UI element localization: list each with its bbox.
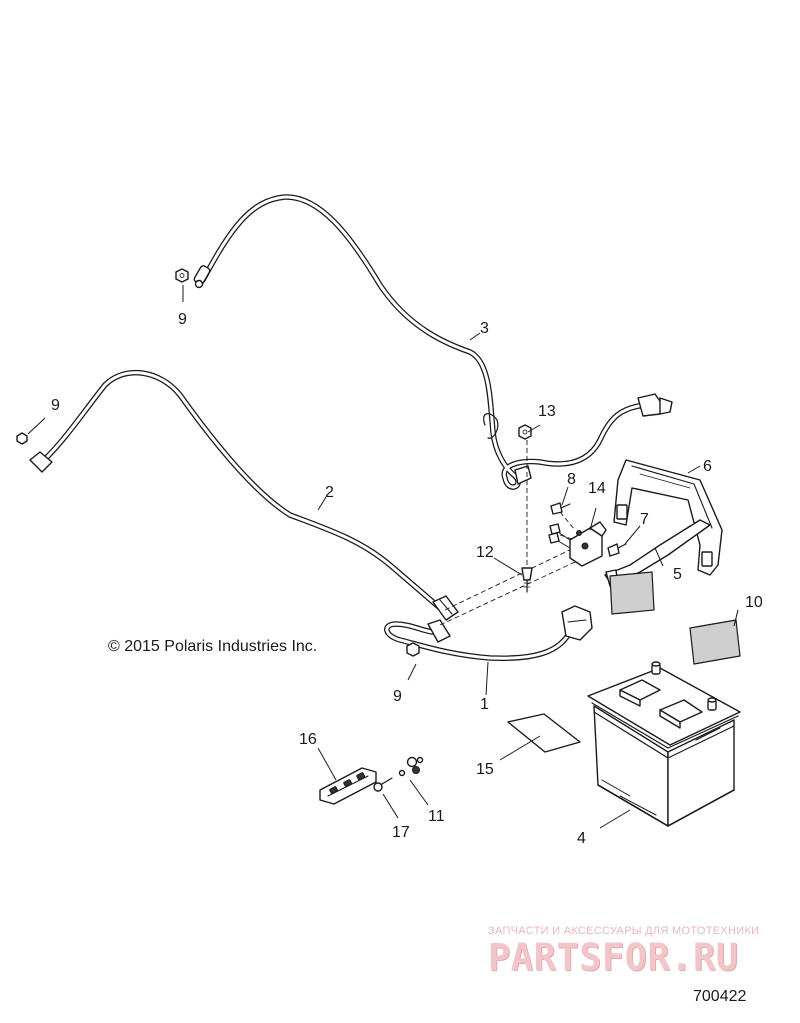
- cable-1: [384, 605, 593, 661]
- callout-10: 10: [745, 594, 763, 611]
- nut-9-left: [16, 432, 28, 445]
- nut-9-top: [175, 268, 189, 283]
- callout-8: 8: [567, 471, 576, 488]
- callout-3: 3: [480, 320, 489, 337]
- callout-13: 13: [538, 403, 556, 420]
- part-10-label: [689, 619, 741, 665]
- part-17-bolt: [373, 777, 393, 792]
- callout-12: 12: [476, 544, 494, 561]
- callout-labels: 9 3 9 13 6 8 14 2 7 12 5 10 9 1 16 15 11…: [51, 311, 763, 847]
- label-near-bracket: [609, 571, 655, 615]
- screw-8: [550, 502, 571, 515]
- nut-13: [518, 424, 532, 440]
- part-15-pad: [507, 713, 581, 753]
- callout-7: 7: [640, 511, 649, 528]
- callout-9-lower: 9: [393, 688, 402, 705]
- watermark-logo: PARTSFOR.RU: [488, 936, 739, 979]
- callout-9-left: 9: [51, 397, 60, 414]
- watermark: ЗАПЧАСТИ И АКСЕССУАРЫ ДЛЯ МОТОТЕХНИКИ PA…: [488, 925, 788, 979]
- callout-6: 6: [703, 458, 712, 475]
- part-6-strap: [613, 459, 723, 576]
- callout-14: 14: [588, 480, 606, 497]
- callout-11: 11: [428, 808, 445, 825]
- cable-3: [193, 194, 673, 490]
- assembly-lines: [439, 440, 591, 626]
- callout-2: 2: [325, 484, 334, 501]
- nut-9-lower: [406, 642, 420, 657]
- part-11-hardware: [398, 756, 424, 777]
- copyright-text: © 2015 Polaris Industries Inc.: [108, 638, 318, 655]
- callout-4: 4: [577, 830, 586, 847]
- callout-15: 15: [476, 761, 494, 778]
- callout-5: 5: [673, 566, 682, 583]
- reference-number: 700422: [693, 988, 747, 1005]
- watermark-tagline: ЗАПЧАСТИ И АКСЕССУАРЫ ДЛЯ МОТОТЕХНИКИ: [488, 925, 760, 937]
- screw-7: [607, 543, 627, 557]
- part-14-block: [548, 521, 607, 567]
- callout-17: 17: [392, 824, 410, 841]
- callout-9-top: 9: [178, 311, 187, 328]
- part-4-battery: [587, 661, 741, 827]
- callout-16: 16: [299, 731, 317, 748]
- bolt-12: [521, 567, 533, 593]
- part-16-holder: [319, 767, 377, 805]
- cable-2: [29, 369, 459, 621]
- leader-lines: [27, 285, 739, 829]
- callout-1: 1: [480, 696, 489, 713]
